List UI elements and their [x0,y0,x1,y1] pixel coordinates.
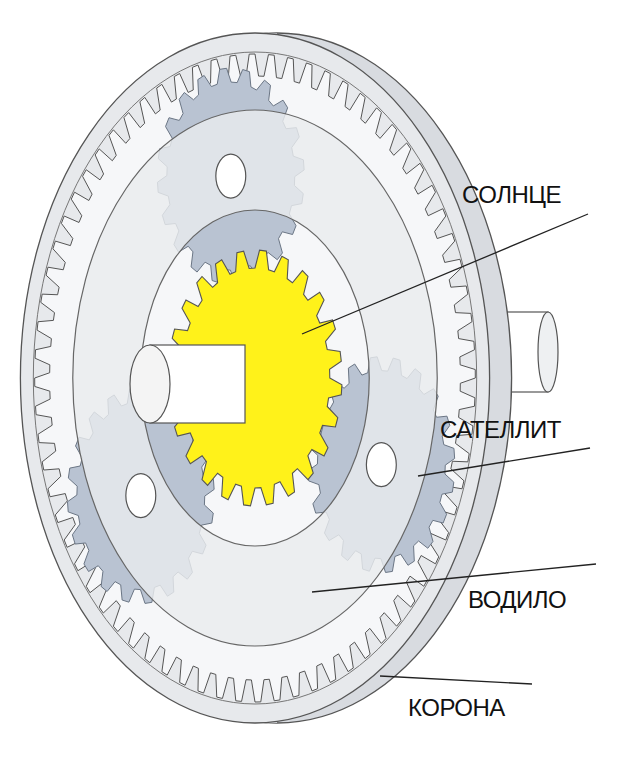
leader-line [380,676,532,684]
leader-line [418,448,590,476]
leader-line [302,214,588,334]
part-label: КОРОНА [408,696,505,720]
ring-face [20,33,489,723]
planet-pin [126,474,156,518]
ring-inner-edge [33,52,476,704]
input-shaft [130,345,245,423]
planet-pin [216,154,246,198]
ring-front [20,33,489,723]
carrier [73,110,437,646]
ring-teeth [35,54,476,702]
gear-set [20,33,511,723]
part-label: ВОДИЛО [468,588,566,612]
planet-pin [366,443,396,487]
part-label: СОЛНЦЕ [462,183,561,207]
part-label: САТЕЛЛИТ [440,418,561,442]
leader-lines [302,214,596,684]
